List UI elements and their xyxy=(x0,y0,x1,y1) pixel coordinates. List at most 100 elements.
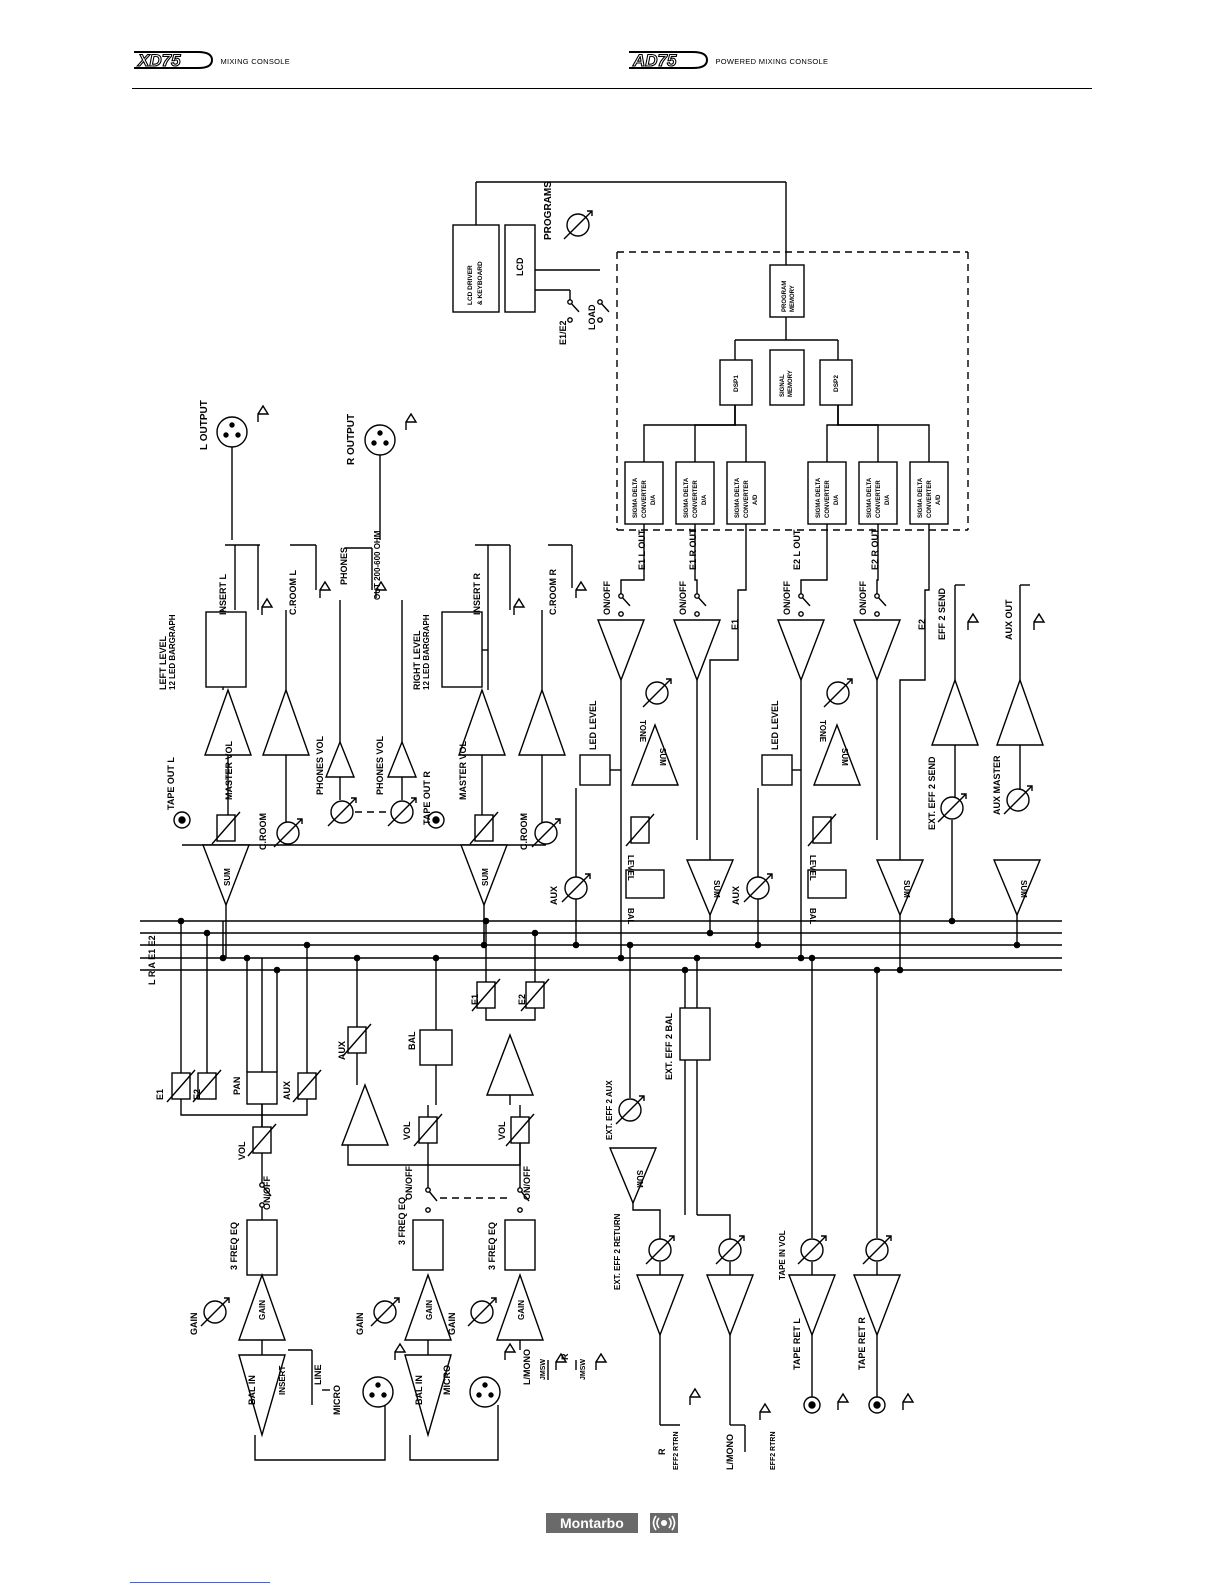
label-tape_ret_l: TAPE RET L xyxy=(792,1318,802,1370)
converter-block-4 xyxy=(858,461,898,525)
e2-r-amp xyxy=(852,619,902,682)
label-line: LINE xyxy=(313,1364,323,1385)
label-gain: GAIN xyxy=(189,1313,199,1336)
junction-dot xyxy=(1013,941,1021,949)
micro-xlr-ch1 xyxy=(362,1376,394,1408)
wire xyxy=(409,1405,499,1461)
ext-eff2-bal-block xyxy=(679,1007,711,1061)
e1-send-fader-ch2 xyxy=(471,978,501,1012)
junction-dot xyxy=(681,966,689,974)
fader-arrow xyxy=(166,1069,196,1103)
pot-arrowhead xyxy=(411,797,417,803)
aux-master-knob xyxy=(1003,785,1033,815)
label-r: R xyxy=(560,1353,570,1360)
wire xyxy=(697,1214,731,1240)
tone-knob-1 xyxy=(642,678,672,708)
lcd-driver-block xyxy=(452,224,500,313)
wire xyxy=(899,524,930,860)
rca-inner xyxy=(873,1401,881,1409)
pot-arrow xyxy=(615,1095,645,1125)
label-tape_ret_r: TAPE RET R xyxy=(857,1317,867,1370)
label-eff2_send: EFF 2 SEND xyxy=(937,587,947,640)
label-bal_in: BAL IN xyxy=(414,1375,424,1405)
label-tape_in_vol: TAPE IN VOL xyxy=(778,1230,787,1280)
label-micro: MICRO xyxy=(332,1385,342,1415)
label-sum: SUM xyxy=(712,880,721,898)
label-e2: E2 xyxy=(917,619,927,630)
sum-l-amp xyxy=(201,844,251,907)
aux-knob-2 xyxy=(743,873,773,903)
junction-dot xyxy=(754,941,762,949)
label-tape_out_r: TAPE OUT R xyxy=(422,771,432,825)
wire xyxy=(254,1405,386,1461)
on-off-e1r xyxy=(694,593,707,617)
gain-amp-ch3 xyxy=(496,1272,544,1341)
label-insert_r: INSERT R xyxy=(472,572,482,615)
junction-dot xyxy=(203,929,211,937)
pot-arrowhead xyxy=(224,1297,230,1303)
xlr-body xyxy=(469,1376,501,1408)
xlr-body xyxy=(362,1376,394,1408)
micro-ground-ch1 xyxy=(394,1342,407,1360)
label-tone: TONE xyxy=(818,720,827,743)
label-bal: BAL xyxy=(808,908,817,925)
label-sigma_delta: SIGMA DELTA xyxy=(735,477,741,518)
junction-dot xyxy=(617,954,625,962)
wire xyxy=(800,524,828,596)
label-l_output: L OUTPUT xyxy=(199,400,210,450)
label-r: R xyxy=(657,1448,667,1455)
programs-knob xyxy=(563,210,593,240)
label-bal: BAL xyxy=(626,908,635,925)
label-on_off: ON/OFF xyxy=(602,581,612,615)
label-level: LEVEL xyxy=(808,855,817,881)
sum-e1-out-amp xyxy=(685,859,735,917)
junction-dot xyxy=(482,917,490,925)
pot-arrowhead xyxy=(739,1235,745,1241)
level-fader-1 xyxy=(625,813,655,847)
phones-vol-l-knob xyxy=(327,797,357,827)
wire xyxy=(876,524,879,596)
label-right_level: RIGHT LEVEL xyxy=(412,630,422,690)
e2-send-fader-ch1 xyxy=(192,1069,222,1103)
label-ad: A/D xyxy=(753,494,759,505)
label-da: D/A xyxy=(885,494,891,505)
label-micro: MICRO xyxy=(442,1365,452,1395)
pot-arrowhead xyxy=(585,873,591,879)
switch-contact xyxy=(425,1187,431,1193)
aux-sum-amp-ch2 xyxy=(340,1083,390,1146)
label-led_level: LED LEVEL xyxy=(770,700,780,750)
bal-in-amp-ch1 xyxy=(238,1354,286,1438)
label-phones: PHONES xyxy=(339,547,349,585)
pot-arrowhead xyxy=(767,873,773,879)
program-memory-block xyxy=(769,264,805,318)
label-vol: VOL xyxy=(402,1121,412,1140)
label-left_level: LEFT LEVEL xyxy=(158,635,168,690)
label-converter: CONVERTER xyxy=(693,480,699,518)
wire xyxy=(620,524,645,596)
r-output-ground xyxy=(405,412,418,430)
eff2-rtrn-ground-1 xyxy=(689,1387,702,1405)
pot-arrowhead xyxy=(297,818,303,824)
label-jmsw: JMSW xyxy=(540,1359,547,1380)
wire xyxy=(826,405,839,462)
label-ad: A/D xyxy=(936,494,942,505)
xlr-body xyxy=(364,424,396,456)
junction-dot xyxy=(273,966,281,974)
sum-e2-amp xyxy=(812,723,862,786)
right-bargraph-block xyxy=(441,611,483,688)
fader-arrow xyxy=(471,978,501,1012)
wire xyxy=(347,1143,521,1166)
eq-block-ch2 xyxy=(412,1219,444,1271)
gain-knob-ch1 xyxy=(200,1297,230,1327)
label-phones_vol: PHONES VOL xyxy=(375,735,385,795)
wire xyxy=(837,405,879,462)
switch-contact xyxy=(874,611,880,617)
label-e1: E1 xyxy=(155,1089,165,1100)
pot-arrow xyxy=(563,210,593,240)
e2-send-fader-ch2 xyxy=(520,978,550,1012)
croom-r-knob xyxy=(531,818,561,848)
label-e1: E1 xyxy=(730,619,740,630)
header-right-subtitle: POWERED MIXING CONSOLE xyxy=(715,57,829,66)
label-sum: SUM xyxy=(658,748,667,766)
vol-fader-ch2b xyxy=(505,1113,535,1147)
